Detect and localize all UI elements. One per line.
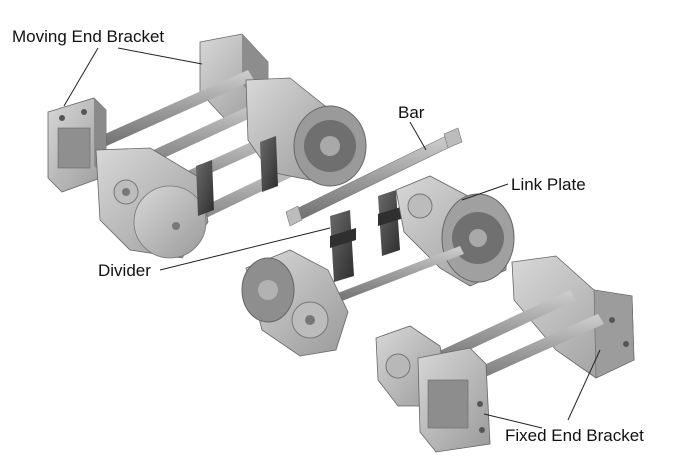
- label-fixed-end-bracket: Fixed End Bracket: [505, 426, 644, 445]
- divider-parts: [330, 190, 404, 282]
- leader-divider: [159, 227, 331, 271]
- leader-moving-end-bracket-b: [117, 47, 203, 65]
- moving-link-plate-front: [95, 147, 209, 259]
- leader-fixed-end-bracket-b: [483, 413, 543, 429]
- leader-bar: [409, 121, 427, 151]
- leader-link-plate: [461, 183, 509, 201]
- label-divider: Divider: [98, 261, 151, 280]
- label-link-plate: Link Plate: [511, 175, 586, 194]
- link-plate-upper: [395, 175, 515, 287]
- label-moving-end-bracket: Moving End Bracket: [12, 27, 164, 46]
- leader-moving-end-bracket-a: [63, 47, 99, 107]
- bar-part: [285, 127, 463, 227]
- leader-lines: [63, 47, 601, 429]
- link-plate-lower: [241, 246, 464, 357]
- fixed-end-assembly: [375, 255, 635, 453]
- leader-fixed-end-bracket-a: [567, 349, 601, 421]
- label-bar: Bar: [398, 103, 425, 122]
- moving-end-assembly: [47, 33, 367, 259]
- moving-end-dividers: [196, 136, 278, 216]
